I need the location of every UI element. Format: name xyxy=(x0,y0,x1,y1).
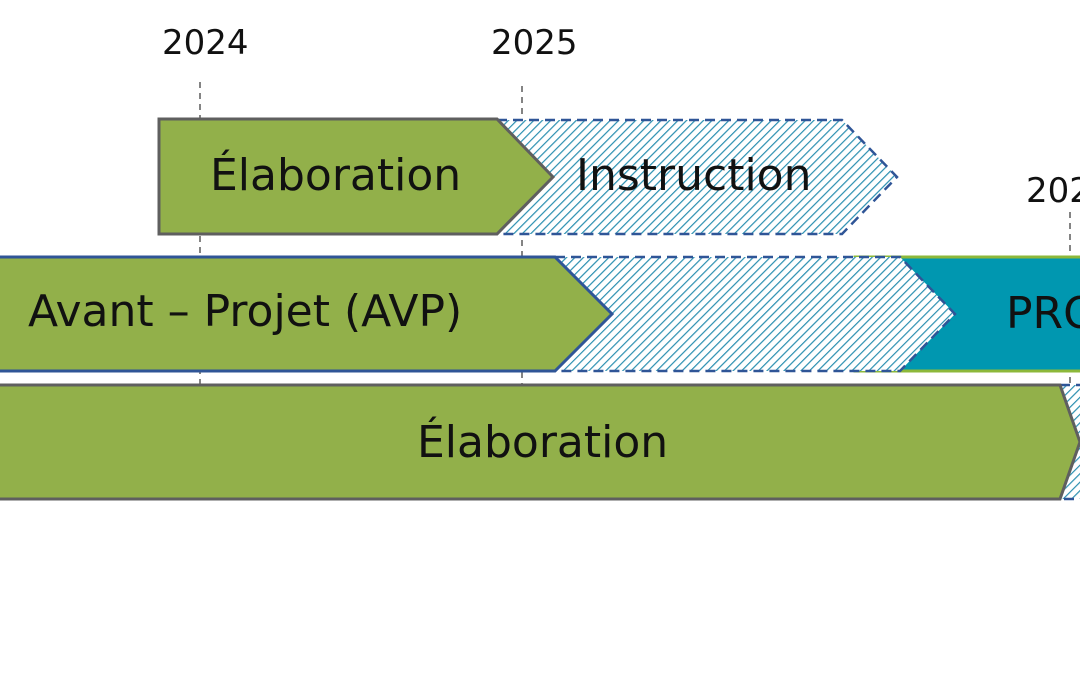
row2-hatched-phase xyxy=(552,255,957,373)
year-label-2026: 202 xyxy=(1026,171,1080,211)
row1-elaboration-phase xyxy=(157,117,556,236)
row1-instruction-label: Instruction xyxy=(576,150,812,201)
row1-instruction-phase xyxy=(494,118,899,236)
year-label-2025: 2025 xyxy=(491,23,578,63)
row2-pro-label: PRO xyxy=(1006,288,1080,339)
row2-avp-phase xyxy=(0,255,615,373)
year-label-2024: 2024 xyxy=(162,23,249,63)
row3-elaboration-phase xyxy=(0,383,1080,501)
row2-avp-label: Avant – Projet (AVP) xyxy=(28,286,463,337)
row1-elaboration-label: Élaboration xyxy=(210,150,462,201)
row3-elaboration-label: Élaboration xyxy=(417,417,669,468)
